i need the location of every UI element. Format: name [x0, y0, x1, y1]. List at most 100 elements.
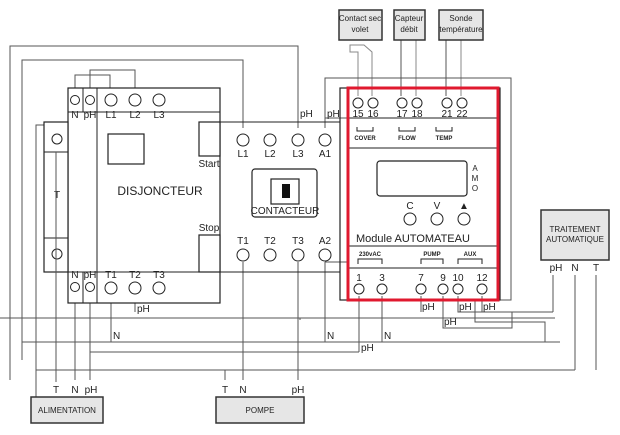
terminal-7[interactable]	[415, 283, 427, 295]
diagram-label: T	[53, 385, 59, 396]
diagram-label: A1	[319, 149, 332, 160]
terminal-disj-n-top[interactable]	[70, 95, 80, 105]
diagram-label: 3	[379, 273, 385, 284]
diagram-label: L2	[264, 149, 276, 160]
diagram-label: L1	[105, 110, 117, 121]
box-contact-sec-volet[interactable]	[338, 9, 383, 41]
button-v[interactable]	[430, 212, 444, 226]
wires	[0, 40, 597, 400]
terminal-disj-ph-top[interactable]	[85, 95, 95, 105]
terminal-cont-a1[interactable]	[318, 133, 332, 147]
diagram-label: 15	[352, 109, 364, 120]
box-traitement-automatique[interactable]	[540, 209, 610, 261]
wire	[89, 69, 136, 95]
terminal-9[interactable]	[437, 283, 449, 295]
diagram-label: N	[571, 263, 578, 274]
label-alimentation: ALIMENTATION	[38, 406, 96, 415]
terminal-15[interactable]	[352, 97, 364, 109]
wire	[349, 44, 373, 96]
box-sonde-temperature[interactable]	[438, 9, 484, 41]
terminal-3[interactable]	[376, 283, 388, 295]
terminal-12[interactable]	[476, 283, 488, 295]
button-up[interactable]	[457, 212, 471, 226]
labels: Contact sec volet Capteur débit Sonde te…	[38, 14, 604, 415]
module-automateau	[339, 86, 501, 302]
box-pompe[interactable]	[215, 396, 305, 424]
label-traitement-2: AUTOMATIQUE	[546, 235, 604, 244]
diagram-label: pH	[483, 302, 496, 313]
wire	[74, 74, 111, 95]
diagram-label: M	[472, 174, 479, 183]
label-contact-sec-2: volet	[352, 25, 370, 34]
label-contact-sec-1: Contact sec	[339, 14, 381, 23]
terminal-17[interactable]	[396, 97, 408, 109]
diagram-label: L1	[237, 149, 249, 160]
wire	[474, 300, 546, 342]
terminal-disj-t2-bottom[interactable]	[128, 281, 142, 295]
label-capteur-1: Capteur	[395, 14, 424, 23]
diagram-label: pH	[361, 343, 374, 354]
terminal-cont-l1[interactable]	[236, 133, 250, 147]
disjoncteur-side-label: T	[54, 190, 60, 201]
diagram-label: 12	[476, 273, 488, 284]
wire	[356, 127, 374, 132]
diagram-label: T	[593, 263, 599, 274]
label-sonde-1: Sonde	[449, 14, 473, 23]
terminal-22[interactable]	[456, 97, 468, 109]
terminal-cont-a2[interactable]	[318, 248, 332, 262]
diagram-label: T3	[153, 270, 165, 281]
diagram-label: N	[71, 270, 78, 281]
terminal-disj-l1-top[interactable]	[104, 93, 118, 107]
diagram-label: 7	[418, 273, 424, 284]
module-highlight	[346, 86, 500, 302]
diagram-label: N	[71, 110, 78, 121]
diagram-label: pH	[84, 270, 97, 281]
diagram-label: 16	[367, 109, 379, 120]
wire	[21, 59, 244, 360]
diagram-label: V	[434, 201, 441, 212]
terminal-disj-t3-bottom[interactable]	[152, 281, 166, 295]
diagram-label: pH	[422, 302, 435, 313]
diagram-label: T2	[264, 236, 276, 247]
start-label: Start	[198, 159, 219, 170]
diagram-label: N	[239, 385, 246, 396]
terminal-cont-t1[interactable]	[236, 248, 250, 262]
diagram-label: T3	[292, 236, 304, 247]
diagram-label: pH	[292, 385, 305, 396]
disjoncteur-terminals	[70, 93, 166, 295]
terminal-disj-n-bottom[interactable]	[70, 282, 80, 292]
terminal-cont-l3[interactable]	[291, 133, 305, 147]
terminal-disj-l3-top[interactable]	[152, 93, 166, 107]
diagram-label: 1	[356, 273, 362, 284]
diagram-label: T	[222, 385, 228, 396]
diagram-label: pH	[444, 317, 457, 328]
diagram-shape	[198, 121, 221, 157]
terminal-21[interactable]	[441, 97, 453, 109]
terminal-cont-t3[interactable]	[291, 248, 305, 262]
terminal-10[interactable]	[452, 283, 464, 295]
terminal-disj-t1-bottom[interactable]	[104, 281, 118, 295]
box-alimentation[interactable]	[30, 396, 104, 424]
label-traitement-1: TRAITEMENT	[549, 225, 600, 234]
stop-label: Stop	[199, 223, 220, 234]
label-pompe: POMPE	[246, 406, 275, 415]
module-title: Module AUTOMATEAU	[356, 233, 470, 245]
terminal-cont-t2[interactable]	[263, 248, 277, 262]
diagram-label: N	[71, 385, 78, 396]
diagram-label: PUMP	[423, 252, 440, 258]
diagram-label: 230vAC	[359, 252, 382, 258]
terminal-disj-ph-bottom[interactable]	[85, 282, 95, 292]
terminal-1[interactable]	[353, 283, 365, 295]
terminal-cont-l2[interactable]	[263, 133, 277, 147]
terminal-18[interactable]	[411, 97, 423, 109]
diagram-label: 9	[440, 273, 446, 284]
terminal-disj-l2-top[interactable]	[128, 93, 142, 107]
terminal-16[interactable]	[367, 97, 379, 109]
diagram-label: pH	[550, 263, 563, 274]
button-c[interactable]	[403, 212, 417, 226]
wire	[457, 296, 553, 313]
diagram-label: FLOW	[398, 136, 416, 142]
diagram-label: O	[472, 184, 478, 193]
diagram-label: T2	[129, 270, 141, 281]
box-capteur-debit[interactable]	[393, 9, 426, 41]
